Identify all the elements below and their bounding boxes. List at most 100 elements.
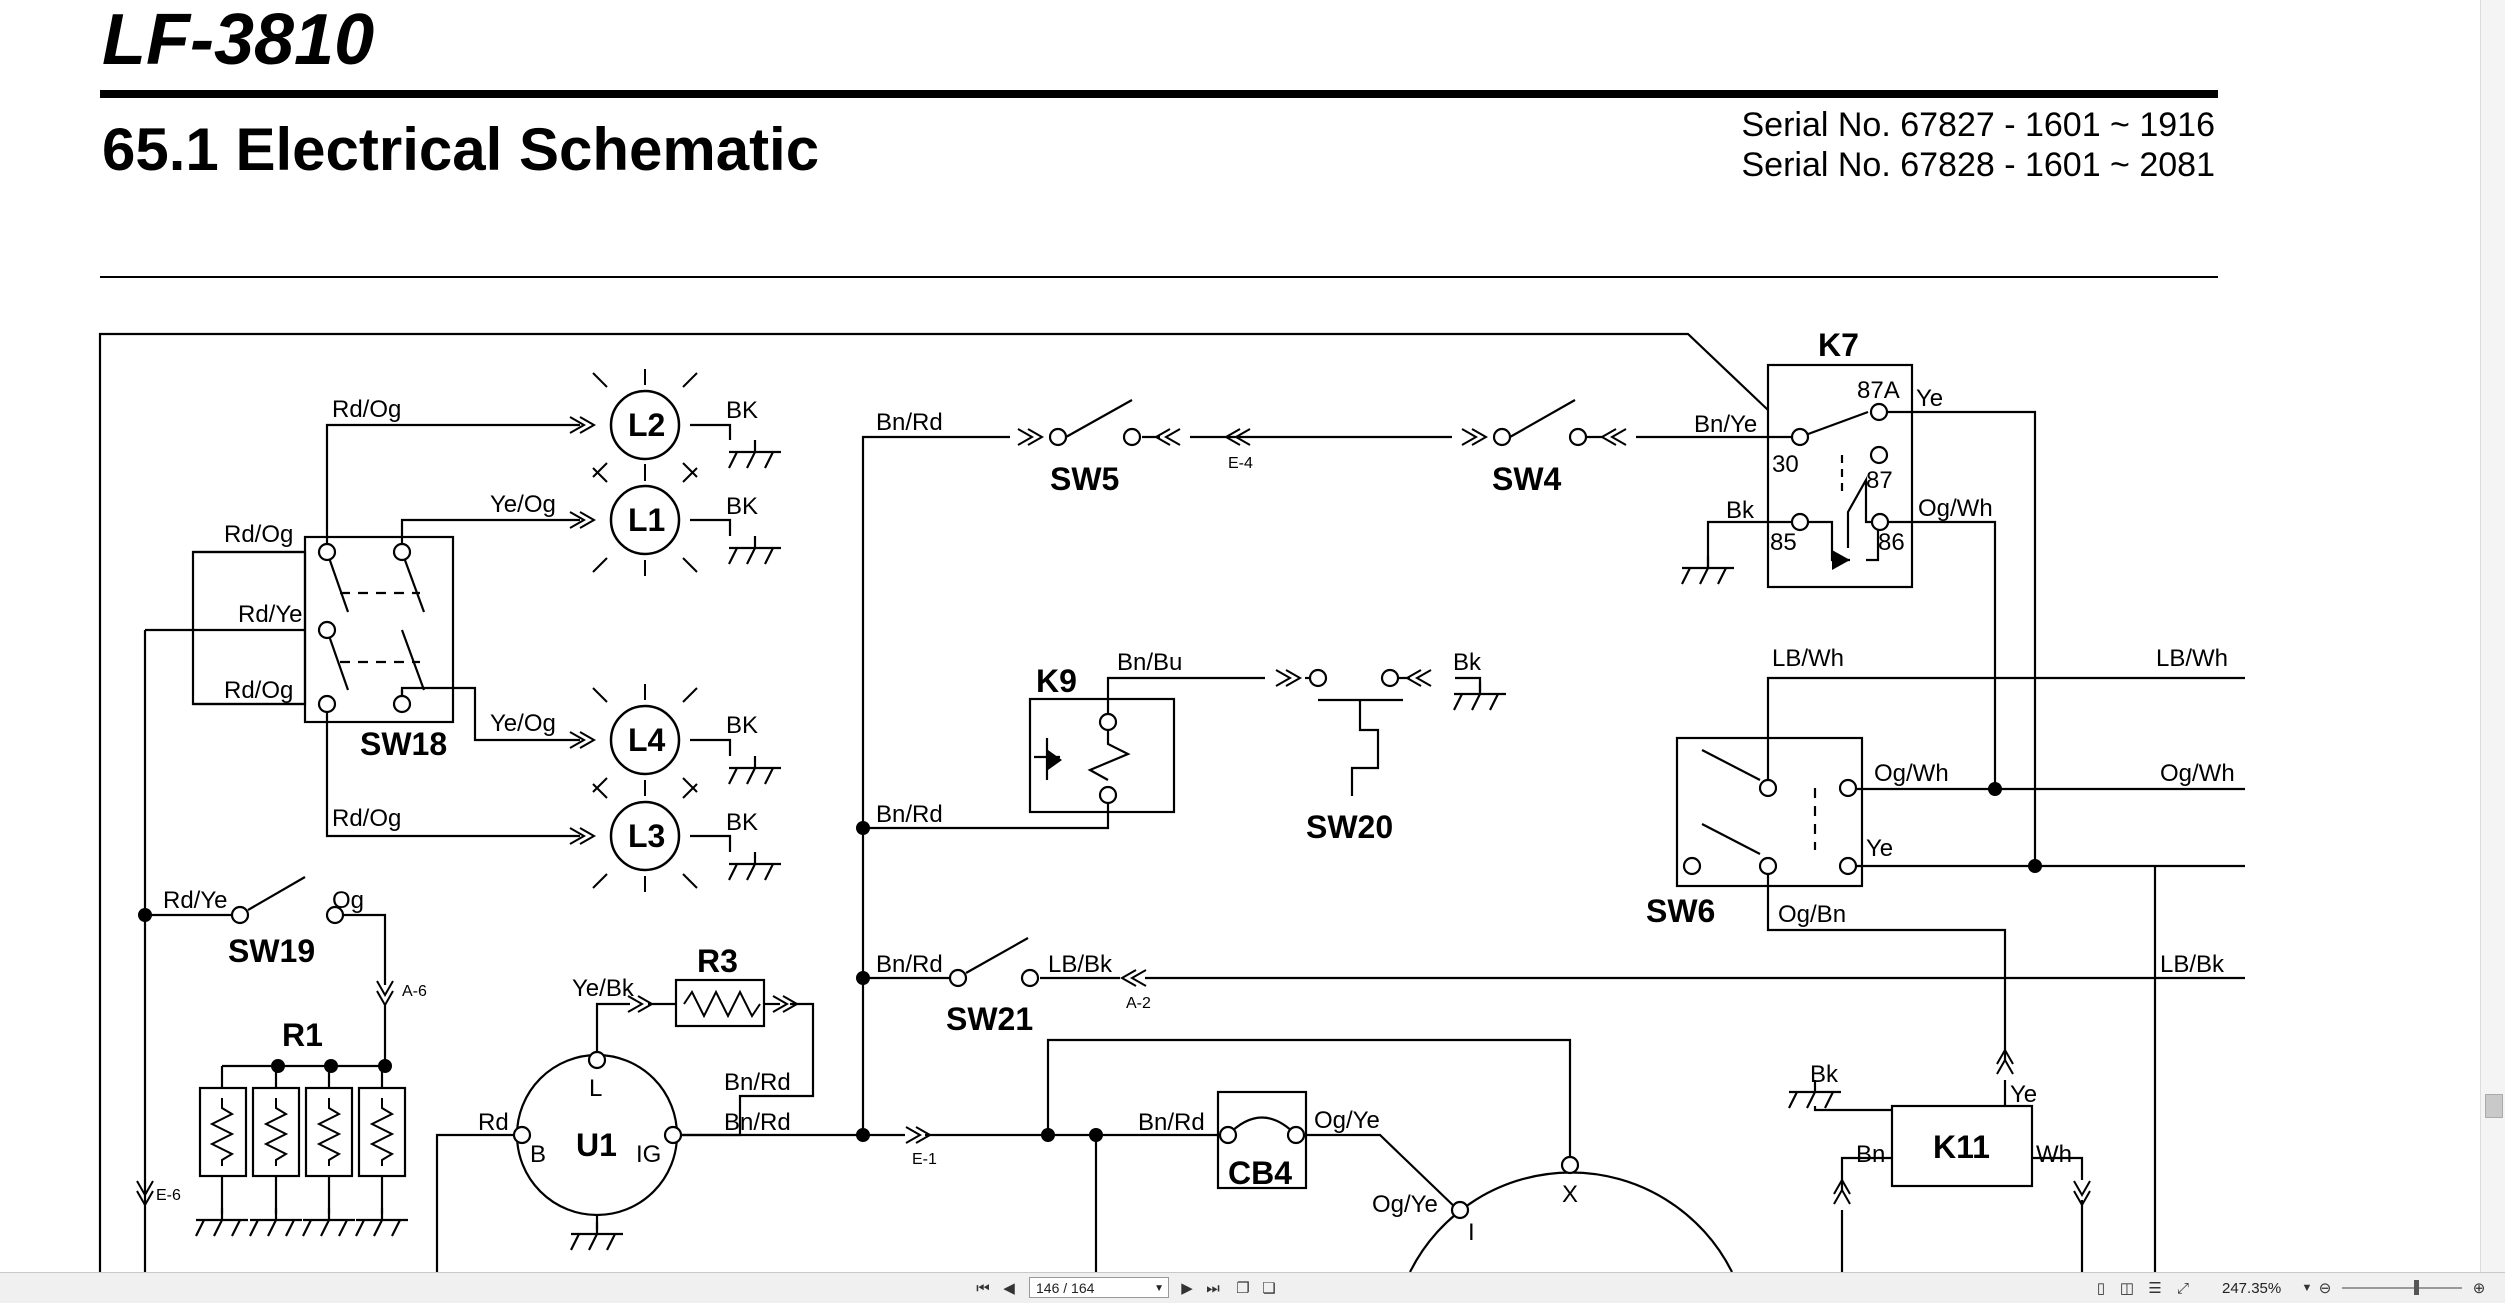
continuous-icon[interactable]: ☰ — [2148, 1280, 2162, 1297]
page-indicator-input[interactable]: 146 / 164 ▼ — [1029, 1277, 1169, 1298]
wire-label: Rd/Og — [224, 521, 293, 548]
pin-label: 85 — [1770, 529, 1797, 556]
lamp-l3-label: L3 — [628, 818, 665, 854]
wire-label: Bn/Rd — [724, 1069, 791, 1096]
wire-label: Og — [332, 887, 364, 914]
wire-label: Rd/Ye — [238, 601, 303, 628]
sw5-label: SW5 — [1050, 461, 1119, 497]
first-page-icon[interactable]: ⏮ — [976, 1279, 990, 1297]
electrical-schematic: L2 L1 L4 L3 SW18 SW19 R1 R3 U1 SW5 SW4 K… — [98, 327, 2245, 1272]
r3-label: R3 — [697, 943, 738, 979]
wire-label: Ye — [1866, 835, 1893, 862]
connector-label: E-6 — [156, 1187, 181, 1204]
pin-label: 86 — [1878, 529, 1905, 556]
next-page-icon[interactable]: ▶ — [1181, 1280, 1193, 1297]
sw21-label: SW21 — [946, 1001, 1033, 1037]
viewer-toolbar: ⏮ ◀ 146 / 164 ▼ ▶ ⏭ ❐ ❏ ▯ ◫ ☰ ⤢ 247.35% … — [0, 1272, 2505, 1303]
wire-label: Bn/Bu — [1117, 649, 1182, 676]
wire-label: LB/Wh — [1772, 645, 1844, 672]
wire-label: Bk — [1453, 649, 1482, 676]
connector-label: A-2 — [1126, 995, 1151, 1012]
r1-label: R1 — [282, 1017, 323, 1053]
document-viewer: LF-3810 65.1 Electrical Schematic Serial… — [98, 0, 2245, 1272]
zoom-out-icon[interactable]: ⊖ — [2318, 1280, 2332, 1297]
lamp-l4-label: L4 — [628, 722, 666, 758]
cb4-label: CB4 — [1228, 1155, 1292, 1191]
connector-label: E-4 — [1228, 455, 1253, 472]
fit-icon[interactable]: ⤢ — [2176, 1279, 2189, 1297]
serial-line-1: Serial No. 67827 - 1601 ~ 1916 — [1741, 106, 2215, 144]
page-indicator-text: 146 / 164 — [1036, 1280, 1095, 1296]
sw18-label: SW18 — [360, 726, 447, 762]
zoom-in-icon[interactable]: ⊕ — [2472, 1280, 2486, 1297]
zoom-menu-icon[interactable]: ▼ — [2301, 1282, 2313, 1294]
lamp-l1-label: L1 — [628, 502, 665, 538]
pin-label: 30 — [1772, 451, 1799, 478]
wire-label: Og/Wh — [1918, 495, 1993, 522]
wire-label: Bk — [1810, 1061, 1839, 1088]
chevron-down-icon[interactable]: ▼ — [1154, 1283, 1164, 1294]
wire-label: Bn/Ye — [1694, 411, 1757, 438]
pin-label: X — [1562, 1181, 1578, 1208]
wire-label: LB/Bk — [1048, 951, 1113, 978]
wire-label: Ye — [2010, 1081, 2037, 1108]
last-page-icon[interactable]: ⏭ — [1206, 1279, 1220, 1297]
paste-icon[interactable]: ❏ — [1262, 1280, 1276, 1297]
document-page: LF-3810 65.1 Electrical Schematic Serial… — [98, 0, 2245, 1272]
pin-label: L — [589, 1075, 602, 1102]
wire-label: Og/Wh — [1874, 760, 1949, 787]
wire-label: Bn/Rd — [876, 801, 943, 828]
wire-label: Ye/Bk — [572, 975, 635, 1002]
header-divider — [100, 276, 2218, 278]
pin-label: IG — [636, 1141, 661, 1168]
wire-label: Bn/Rd — [876, 409, 943, 436]
wire-label: Bn/Rd — [724, 1109, 791, 1136]
sw4-label: SW4 — [1492, 461, 1562, 497]
title-rule — [100, 90, 2218, 98]
wire-label: Rd/Og — [332, 396, 401, 423]
connector-label: E-1 — [912, 1151, 937, 1168]
two-page-icon[interactable]: ◫ — [2119, 1280, 2135, 1297]
wire-label: Wh — [2036, 1141, 2072, 1168]
copy-icon[interactable]: ❐ — [1236, 1280, 1250, 1297]
wire-label: Rd — [478, 1109, 509, 1136]
pin-label: 87A — [1857, 377, 1900, 404]
zoom-slider-handle[interactable] — [2414, 1280, 2419, 1295]
u1-label: U1 — [576, 1127, 617, 1163]
wire-label: Og/Bn — [1778, 901, 1846, 928]
pin-label: I — [1468, 1219, 1475, 1246]
lamp-l2-label: L2 — [628, 407, 665, 443]
connector-label: A-6 — [402, 983, 427, 1000]
wire-label: BK — [726, 397, 758, 424]
single-page-icon[interactable]: ▯ — [2096, 1280, 2106, 1297]
document-title: LF-3810 — [102, 0, 375, 80]
pin-label: 87 — [1866, 467, 1893, 494]
wire-label: Bn/Rd — [876, 951, 943, 978]
zoom-slider[interactable] — [2342, 1287, 2462, 1289]
sw20-label: SW20 — [1306, 809, 1393, 845]
prev-page-icon[interactable]: ◀ — [1003, 1280, 1015, 1297]
k11-label: K11 — [1933, 1129, 1990, 1165]
wire-label: Bn — [1856, 1141, 1885, 1168]
wire-label: LB/Bk — [2160, 951, 2225, 978]
k7-label: K7 — [1818, 327, 1859, 363]
serial-line-2: Serial No. 67828 - 1601 ~ 2081 — [1741, 146, 2215, 184]
sw6-label: SW6 — [1646, 893, 1715, 929]
wire-label: Ye — [1916, 385, 1943, 412]
wire-label: Og/Ye — [1314, 1107, 1380, 1134]
k9-label: K9 — [1036, 663, 1077, 699]
zoom-level: 247.35% — [2222, 1280, 2282, 1297]
scroll-thumb[interactable] — [2485, 1094, 2503, 1118]
wire-label: Bk — [1726, 497, 1755, 524]
wire-label: Bn/Rd — [1138, 1109, 1205, 1136]
wire-label: Ye/Og — [490, 710, 556, 737]
pin-label: B — [530, 1141, 546, 1168]
vertical-scrollbar[interactable] — [2480, 0, 2505, 1272]
wire-label: LB/Wh — [2156, 645, 2228, 672]
wire-label: Og/Ye — [1372, 1191, 1438, 1218]
wire-label: BK — [726, 809, 758, 836]
wire-label: Og/Wh — [2160, 760, 2235, 787]
wire-label: BK — [726, 712, 758, 739]
wire-label: Ye/Og — [490, 491, 556, 518]
wire-label: BK — [726, 493, 758, 520]
